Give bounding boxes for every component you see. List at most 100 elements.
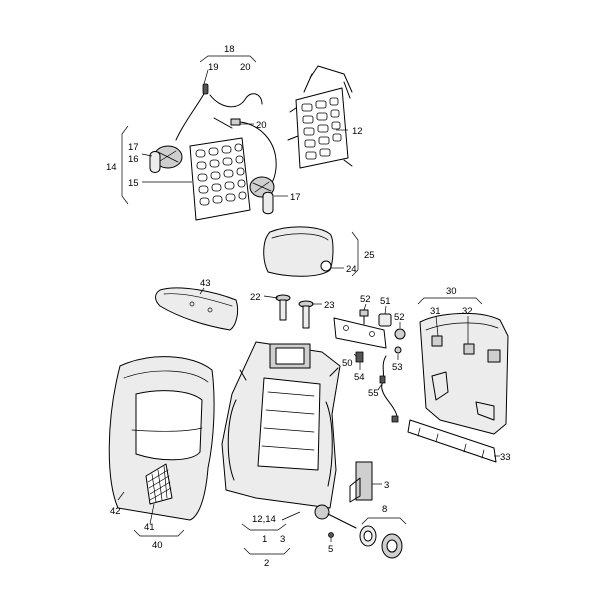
- leader-line: [377, 383, 383, 391]
- part-label-8: 8: [382, 504, 387, 515]
- lumbar-pump-icon: [157, 150, 179, 163]
- seat-cover: [108, 356, 215, 521]
- part-label-40: 40: [152, 540, 163, 551]
- leader-line: [353, 353, 357, 357]
- group-bracket: [121, 125, 129, 205]
- seat-cover-seam: [123, 370, 209, 383]
- leaders: [117, 55, 500, 555]
- part-label-3: 3: [384, 480, 389, 491]
- spring-mat-frame: [287, 65, 353, 169]
- cable-clip-icon: [230, 118, 241, 126]
- frame-inner: [257, 377, 321, 471]
- seat-cover-center: [135, 390, 203, 461]
- trim-strip-33: [417, 427, 485, 459]
- leader-line: [435, 315, 439, 337]
- part-label-23: 23: [324, 300, 335, 311]
- part-label-19: 19: [208, 62, 219, 73]
- leader-line: [199, 287, 205, 295]
- part-label-24: 24: [346, 264, 357, 275]
- leader-line: [363, 303, 367, 311]
- mat-frame-wire: [287, 107, 353, 167]
- side-pad-43: [189, 301, 195, 307]
- leader-line: [263, 295, 279, 299]
- mat-frame-wire: [303, 73, 351, 99]
- knob-icon: [363, 530, 373, 542]
- part-label-50: 50: [342, 358, 353, 369]
- latch-icon: [487, 349, 501, 363]
- headrest-seam: [271, 233, 329, 241]
- recliner-shaft: [327, 513, 357, 529]
- part-label-30: 30: [446, 286, 457, 297]
- headrest-guide-icon: [279, 299, 287, 321]
- part-label-18: 18: [224, 44, 235, 55]
- part-label-54: 54: [354, 372, 365, 383]
- headrest-mount: [275, 347, 305, 365]
- spring-mat-slots: [301, 97, 342, 160]
- part-label-15: 15: [128, 178, 139, 189]
- sensor-bracket-assembly: [333, 309, 406, 423]
- backrest-shell: [419, 313, 509, 435]
- screw-icon: [394, 346, 402, 354]
- group-bracket: [351, 231, 359, 277]
- part-label-41: 41: [144, 522, 155, 533]
- lumbar-pump-icon: [252, 181, 272, 193]
- frame-springs: [261, 391, 315, 451]
- seat-cover-seam: [131, 427, 203, 432]
- nut-icon: [394, 328, 406, 340]
- headrest-guide-icon: [302, 305, 310, 329]
- lumbar-valve-icon: [149, 151, 161, 173]
- lumbar-support-assembly: [149, 83, 277, 221]
- part-label-42: 42: [110, 506, 121, 517]
- group-bracket: [361, 517, 407, 525]
- headrest-guides: [275, 294, 314, 329]
- cable-clip-icon: [202, 83, 209, 95]
- headrest: [263, 226, 334, 277]
- leader-line: [281, 511, 301, 521]
- lumbar-cable: [213, 117, 233, 129]
- part-label-2: 2: [264, 558, 269, 569]
- sensor-icon: [355, 351, 364, 363]
- frame-side: [325, 401, 333, 487]
- side-pad-43: [163, 293, 233, 307]
- part-label-52: 52: [394, 312, 405, 323]
- screw-icon: [359, 309, 369, 317]
- sensor-bracket: [333, 317, 387, 349]
- side-pad-43: [207, 307, 213, 313]
- part-label-12-14: 12,14: [252, 514, 276, 525]
- part-label-14: 14: [106, 162, 117, 173]
- lumbar-mat-slots: [195, 143, 247, 206]
- part-label-3: 3: [280, 534, 285, 545]
- leader-line: [141, 153, 153, 157]
- headrest-cushion: [263, 226, 334, 277]
- part-number-labels: 18 19 20 20 12 17 16 14 15 17 25 24 43 2…: [106, 44, 511, 569]
- mat-frame-wire: [309, 65, 353, 93]
- part-label-52: 52: [360, 294, 371, 305]
- part-label-17: 17: [128, 142, 139, 153]
- leader-line: [203, 69, 209, 85]
- part-label-22: 22: [250, 292, 261, 303]
- leader-line: [384, 305, 387, 315]
- wiring-harness: [381, 355, 398, 421]
- part-label-53: 53: [392, 362, 403, 373]
- part-label-17: 17: [290, 192, 301, 203]
- part-label-5: 5: [328, 544, 333, 555]
- frame-side: [239, 367, 339, 381]
- recliner-bracket: [355, 461, 373, 501]
- knob-icon: [386, 539, 398, 553]
- leader-line: [117, 491, 125, 501]
- side-pad-43: [155, 287, 239, 331]
- group-bracket: [241, 523, 287, 531]
- screw-icon: [328, 532, 334, 538]
- group-bracket: [133, 529, 185, 537]
- group-bracket: [243, 547, 291, 555]
- part-label-16: 16: [128, 154, 139, 165]
- part-label-31: 31: [430, 306, 441, 317]
- bracket-icon: [431, 371, 449, 401]
- recliner-mechanism-icon: [314, 504, 330, 520]
- part-label-51: 51: [380, 296, 391, 307]
- connector-icon: [391, 415, 399, 423]
- lumbar-valve-icon: [262, 191, 274, 215]
- latch-icon: [463, 343, 475, 355]
